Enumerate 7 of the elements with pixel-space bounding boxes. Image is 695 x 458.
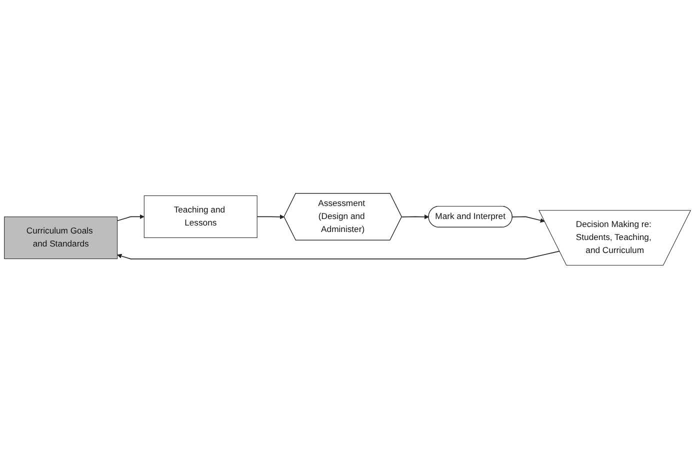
arrow bbox=[116, 214, 144, 221]
arrow bbox=[401, 214, 429, 219]
arrow bbox=[512, 216, 545, 222]
node-box: Teaching and Lessons bbox=[144, 195, 258, 238]
arrow bbox=[117, 250, 560, 260]
node-box: Curriculum Goals and Standards bbox=[4, 216, 118, 259]
arrow bbox=[256, 214, 284, 219]
